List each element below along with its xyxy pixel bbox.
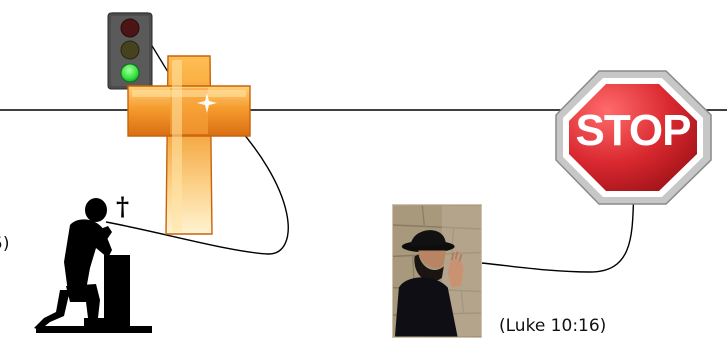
left-reference-label: 5) [0, 236, 9, 253]
dagger-symbol: † [116, 194, 129, 219]
luke-reference-label: (Luke 10:16) [499, 318, 606, 335]
traffic-light-icon [108, 13, 152, 89]
amber-lamp [121, 41, 139, 59]
man-at-wall-photo [392, 204, 482, 338]
wall-photo-illustration [393, 205, 481, 337]
stop-sign-icon: STOP [556, 71, 711, 204]
red-lamp [121, 19, 139, 37]
praying-man-icon [34, 198, 152, 333]
stop-sign-text: STOP [575, 106, 690, 155]
green-lamp [121, 64, 139, 82]
